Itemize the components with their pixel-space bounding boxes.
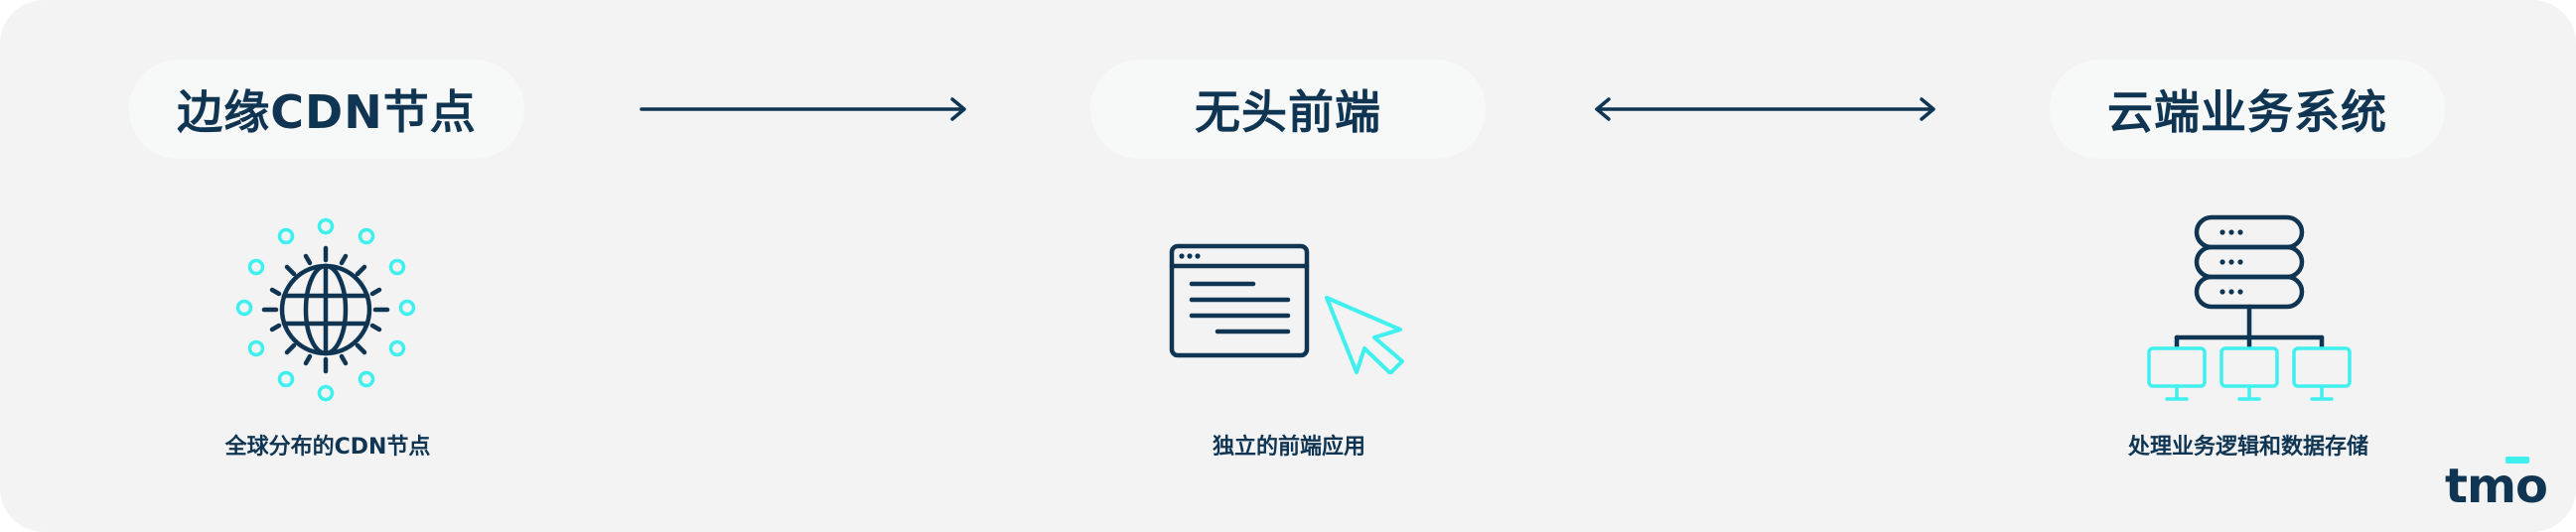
server-network-icon	[2147, 214, 2352, 401]
caption-headless-frontend: 独立的前端应用	[1212, 435, 1365, 460]
node-title-edge-cdn: 边缘CDN节点	[129, 60, 524, 159]
node-title-headless-frontend: 无头前端	[1090, 60, 1486, 159]
browser-cursor-icon	[1169, 243, 1404, 374]
globe-network-icon	[235, 217, 416, 402]
brand-logo: tmo	[2445, 459, 2548, 514]
node-title-cloud-business: 云端业务系统	[2050, 60, 2445, 159]
caption-cloud-business: 处理业务逻辑和数据存储	[2127, 435, 2368, 460]
caption-edge-cdn: 全球分布的CDN节点	[224, 435, 431, 460]
logo-accent-bar	[2505, 457, 2529, 464]
arrow-frontend-cloud-bidirectional	[1595, 97, 1935, 121]
arrow-cdn-to-frontend	[640, 97, 966, 121]
